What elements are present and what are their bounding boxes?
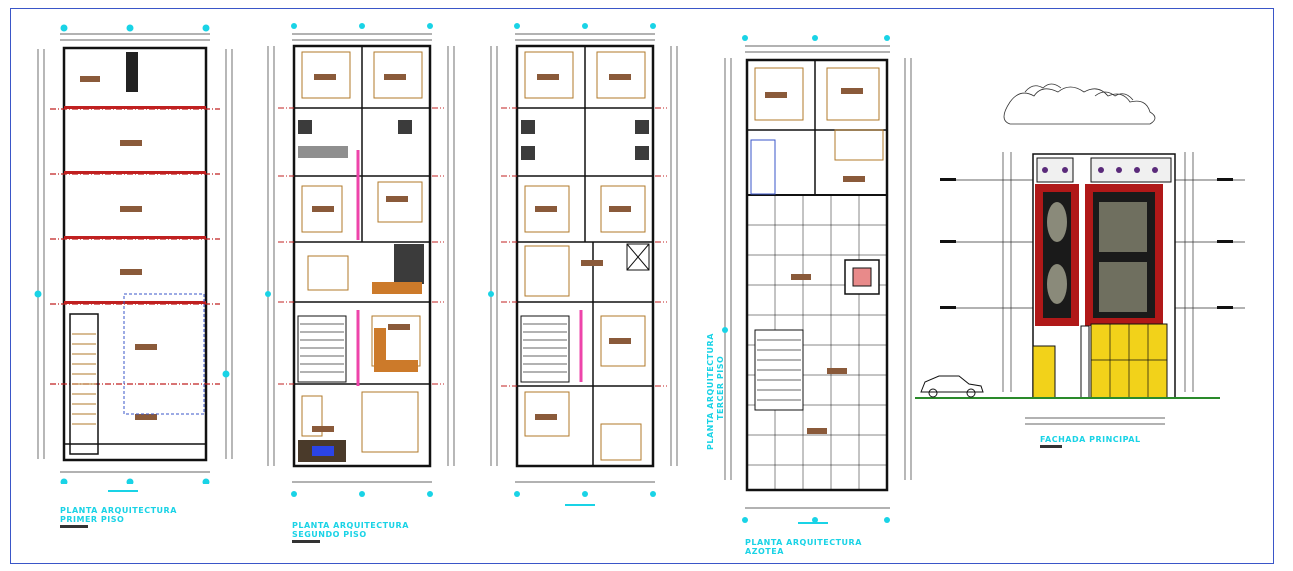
scale-bar bbox=[108, 490, 138, 492]
car-sketch bbox=[920, 375, 984, 398]
cloud-sketch bbox=[1003, 83, 1156, 125]
facade-elevation bbox=[915, 83, 1245, 425]
label-third-floor-sub-vertical: TERCER PISO bbox=[716, 355, 725, 420]
label-second-floor-title: PLANTA ARQUITECTURA bbox=[292, 521, 409, 530]
drawing-border bbox=[10, 8, 1274, 564]
label-roof-sub: AZOTEA bbox=[745, 547, 784, 556]
label-underline bbox=[60, 525, 88, 528]
label-underline bbox=[292, 540, 320, 543]
label-facade-title: FACHADA PRINCIPAL bbox=[1040, 435, 1141, 444]
label-roof-title: PLANTA ARQUITECTURA bbox=[745, 538, 862, 547]
plan-roof bbox=[722, 35, 912, 523]
label-underline bbox=[1040, 445, 1062, 448]
label-first-floor-title: PLANTA ARQUITECTURA bbox=[60, 506, 177, 515]
label-first-floor-sub: PRIMER PISO bbox=[60, 515, 125, 524]
plan-second-floor bbox=[265, 23, 455, 497]
scale-bar bbox=[565, 504, 595, 506]
scale-bar bbox=[798, 522, 828, 524]
plan-first-floor bbox=[34, 24, 233, 484]
plan-third-floor bbox=[488, 23, 678, 497]
label-second-floor-sub: SEGUNDO PISO bbox=[292, 530, 367, 539]
label-roof-vertical: PLANTA ARQUITECTURA bbox=[706, 333, 715, 450]
